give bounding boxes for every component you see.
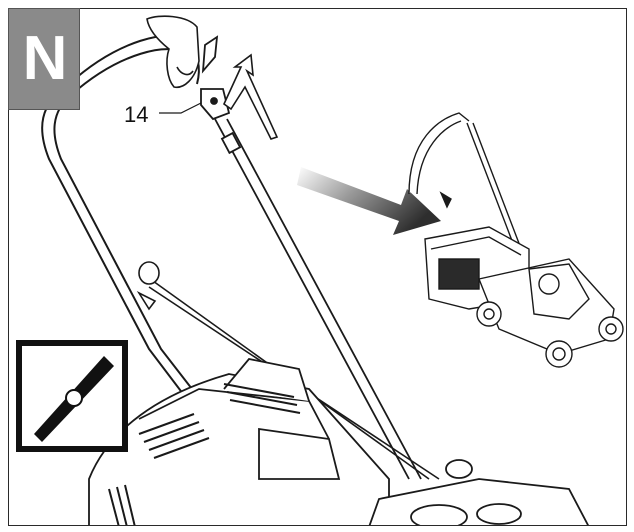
mower-blade-icon bbox=[34, 356, 114, 442]
callout-number: 14 bbox=[124, 102, 149, 127]
blade-symbol-box bbox=[16, 340, 128, 452]
mower-deck bbox=[88, 358, 390, 525]
lever-pull-arrow-icon bbox=[222, 53, 279, 140]
control-rod bbox=[214, 118, 422, 480]
section-badge: N bbox=[8, 8, 80, 110]
section-letter: N bbox=[22, 24, 68, 93]
mower-illustration bbox=[41, 15, 624, 525]
brake-lever bbox=[200, 35, 231, 121]
hand bbox=[146, 15, 200, 88]
mower-thumbnail bbox=[408, 112, 624, 368]
engine-cover bbox=[368, 459, 589, 525]
deck-vents bbox=[108, 383, 301, 525]
arrow-right-down-icon bbox=[297, 167, 441, 235]
